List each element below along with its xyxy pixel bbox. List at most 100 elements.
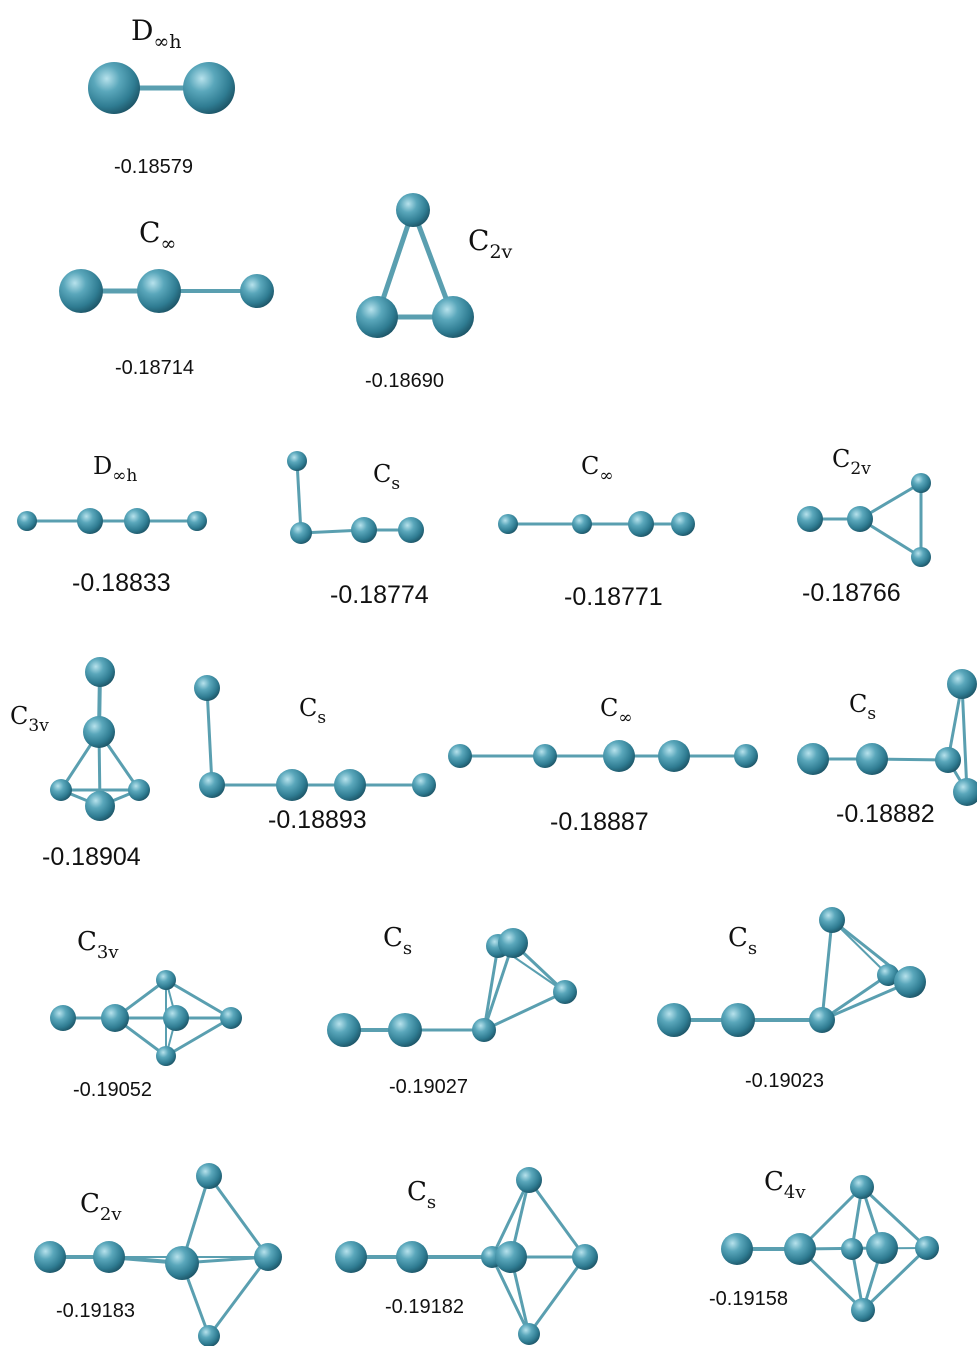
cluster-structure-14	[657, 907, 926, 1037]
energy-value: -0.18833	[72, 569, 171, 597]
atom	[17, 511, 37, 531]
bond	[490, 1255, 531, 1336]
atom	[88, 62, 140, 114]
bond	[205, 686, 214, 787]
atom	[85, 791, 115, 821]
cluster-structure-16	[335, 1167, 598, 1345]
energy-value: -0.18579	[114, 156, 193, 178]
cluster-structure-17	[721, 1175, 939, 1322]
symmetry-label: Cs	[407, 1177, 436, 1213]
symmetry-label: Cs	[383, 923, 412, 959]
atom	[137, 269, 181, 313]
atom	[797, 743, 829, 775]
atom	[911, 547, 931, 567]
cluster-structure-4	[17, 508, 207, 534]
atom	[412, 773, 436, 797]
atom	[518, 1323, 540, 1345]
atom	[850, 1175, 874, 1199]
energy-value: -0.18887	[550, 808, 649, 836]
symmetry-label: C3v	[77, 927, 119, 963]
bond	[207, 1174, 270, 1259]
atom	[199, 772, 225, 798]
atom	[356, 296, 398, 338]
bond	[527, 1178, 587, 1259]
atom	[163, 1005, 189, 1031]
cluster-structure-7	[797, 473, 931, 567]
atom	[671, 512, 695, 536]
atom	[498, 928, 528, 958]
energy-value: -0.19182	[385, 1296, 464, 1318]
atom	[533, 744, 557, 768]
atom	[165, 1246, 199, 1280]
atom	[198, 1325, 220, 1346]
atom	[894, 966, 926, 998]
energy-value: -0.18774	[330, 581, 429, 609]
atom	[50, 779, 72, 801]
energy-value: -0.18904	[42, 843, 141, 871]
atom	[398, 517, 424, 543]
symmetry-label: C3v	[10, 702, 49, 736]
bond	[820, 918, 834, 1022]
atom	[287, 451, 307, 471]
atom	[327, 1013, 361, 1047]
atom	[877, 964, 899, 986]
atom	[851, 1298, 875, 1322]
atom	[657, 1003, 691, 1037]
atom	[124, 508, 150, 534]
atom	[183, 62, 235, 114]
atom	[34, 1241, 66, 1273]
atom	[196, 1163, 222, 1189]
cluster-structure-2	[59, 269, 274, 313]
atom	[658, 740, 690, 772]
symmetry-label: Cs	[299, 694, 326, 728]
cluster-structure-13	[327, 928, 577, 1047]
symmetry-label: C2v	[468, 224, 513, 263]
bond	[164, 1016, 233, 1058]
atom	[915, 1236, 939, 1260]
symmetry-label: Cs	[373, 460, 400, 494]
atom	[156, 1046, 176, 1066]
energy-value: -0.18771	[564, 583, 663, 611]
atom	[448, 744, 472, 768]
energy-value: -0.18766	[802, 579, 901, 607]
energy-value: -0.19023	[745, 1070, 824, 1092]
atom	[935, 747, 961, 773]
energy-value: -0.18690	[365, 370, 444, 392]
bond	[799, 1247, 928, 1250]
symmetry-label: D∞h	[131, 14, 182, 53]
atom	[351, 517, 377, 543]
energy-value: -0.19158	[709, 1288, 788, 1310]
energy-value: -0.19027	[389, 1076, 468, 1098]
atom	[734, 744, 758, 768]
atom	[784, 1233, 816, 1265]
symmetry-label: C∞	[581, 452, 614, 486]
atom	[721, 1003, 755, 1037]
atom	[220, 1007, 242, 1029]
atom	[911, 473, 931, 493]
cluster-structure-12	[50, 970, 242, 1066]
cluster-structure-8	[50, 657, 150, 821]
atom	[819, 907, 845, 933]
atom	[59, 269, 103, 313]
atom	[947, 669, 977, 699]
atom	[572, 514, 592, 534]
atom	[83, 716, 115, 748]
symmetry-label: C4v	[764, 1167, 806, 1203]
atom	[194, 675, 220, 701]
symmetry-label: Cs	[728, 923, 757, 959]
atom	[628, 511, 654, 537]
atom	[809, 1007, 835, 1033]
bond	[820, 973, 890, 1022]
bond	[960, 682, 969, 794]
atom	[396, 193, 430, 227]
bond	[527, 1255, 587, 1336]
bond	[482, 941, 515, 1032]
cluster-structure-9	[194, 675, 436, 801]
bond	[861, 1246, 929, 1312]
atom	[290, 522, 312, 544]
atom	[93, 1241, 125, 1273]
atom	[396, 1241, 428, 1273]
atom	[495, 1241, 527, 1273]
cluster-structure-1	[88, 62, 235, 114]
atom	[156, 970, 176, 990]
